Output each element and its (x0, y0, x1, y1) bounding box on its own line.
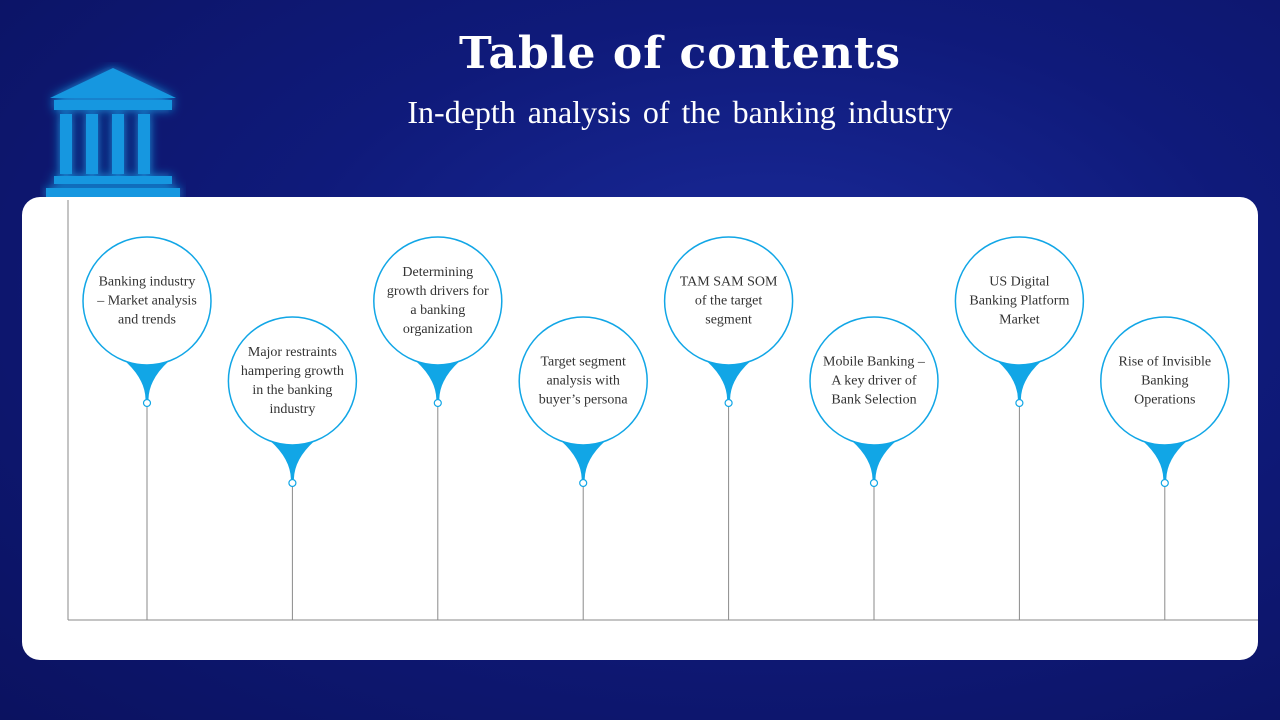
timeline-item-label: Target segment analysis with buyer’s per… (538, 354, 628, 408)
timeline-item-label: Banking industry – Market analysis and t… (97, 274, 197, 328)
timeline-item-label: TAM SAM SOM of the target segment (679, 274, 778, 328)
timeline-item-label: Major restraints hampering growth in the… (240, 345, 344, 417)
timeline-item-label: US Digital Banking Platform Market (969, 274, 1070, 328)
timeline-item-label: Determining growth drivers for a banking… (386, 265, 489, 337)
page-subtitle: In-depth analysis of the banking industr… (407, 94, 953, 130)
timeline-panel (22, 197, 1258, 660)
timeline-item-label: Rise of Invisible Banking Operations (1118, 354, 1212, 408)
timeline-item-label: Mobile Banking – A key driver of Bank Se… (823, 354, 925, 408)
bank-building-icon (46, 68, 180, 198)
page-title: Table of contents (459, 28, 901, 79)
